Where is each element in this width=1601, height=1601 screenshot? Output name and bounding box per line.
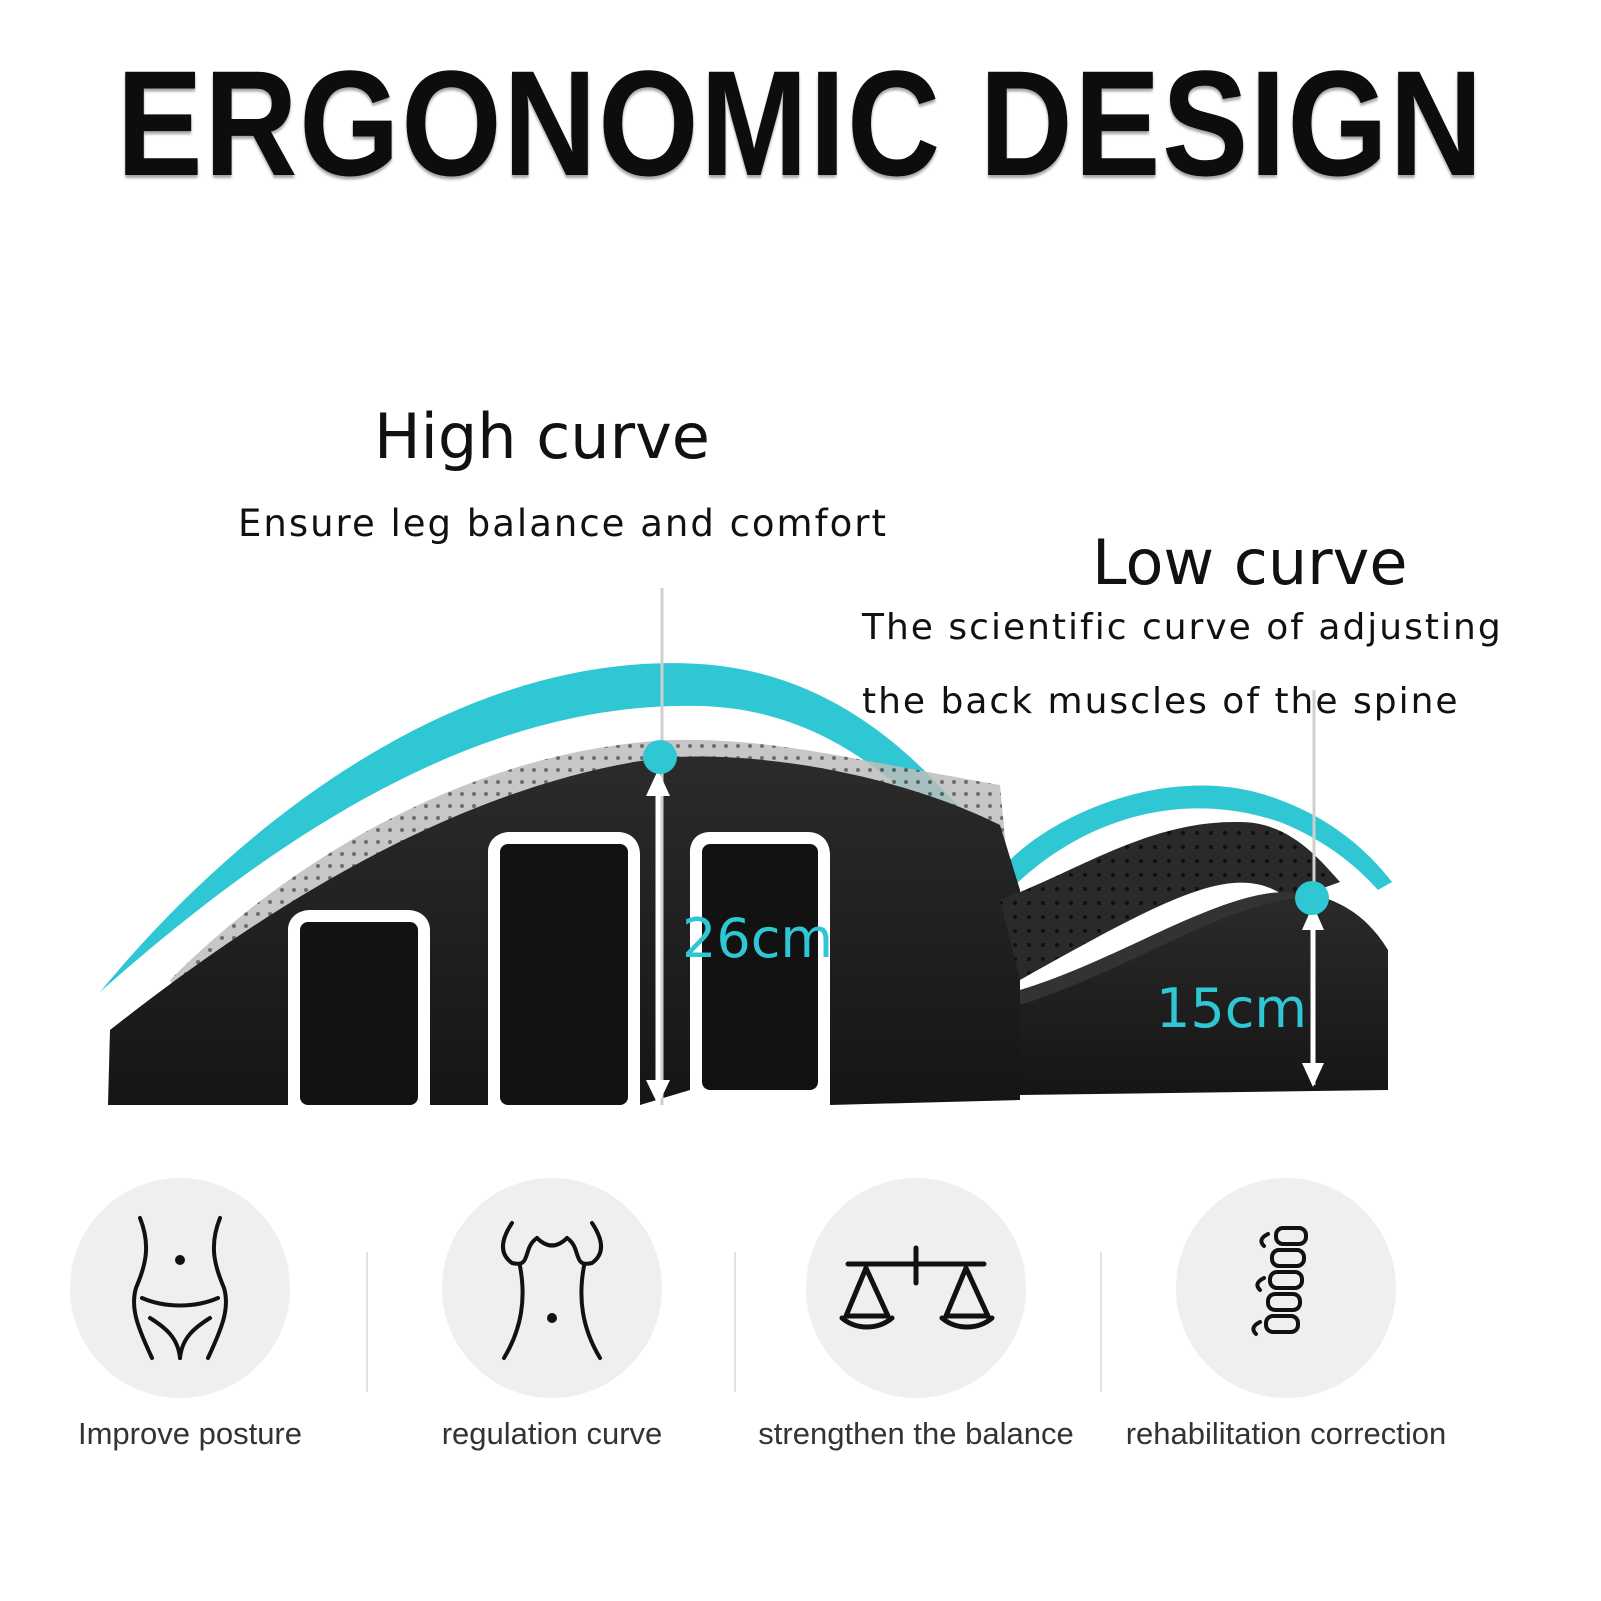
low-curve-block (1020, 891, 1388, 1095)
feature-label-curve: regulation curve (441, 1416, 663, 1451)
feature-circle-posture (70, 1178, 290, 1398)
low-curve-subtitle-line1: The scientific curve of adjusting (862, 607, 1503, 648)
high-point-dot (643, 740, 677, 774)
feature-label-posture: Improve posture (78, 1416, 302, 1451)
headline: ERGONOMIC DESIGN (116, 39, 1485, 207)
feature-circle-rehab (1176, 1178, 1396, 1398)
high-curve-subtitle: Ensure leg balance and comfort (238, 502, 888, 545)
accent-curve (100, 663, 1392, 992)
low-curve-title: Low curve (1092, 526, 1408, 599)
low-curve-subtitle-line2: the back muscles of the spine (862, 681, 1460, 722)
low-curve-measurement: 15cm (1156, 977, 1308, 1040)
product-illustration (100, 588, 1392, 1105)
feature-label-rehab: rehabilitation correction (1125, 1416, 1447, 1451)
feature-circle-balance (806, 1178, 1026, 1398)
low-point-dot (1295, 881, 1329, 915)
scale-icon (839, 1245, 995, 1330)
high-curve-measurement: 26cm (682, 907, 834, 970)
torso-icon (501, 1221, 603, 1360)
feature-circle-curve (442, 1178, 662, 1398)
feature-label-balance: strengthen the balance (758, 1416, 1074, 1451)
high-curve-block (108, 756, 1020, 1105)
waist-icon (131, 1216, 229, 1360)
spine-icon (1251, 1226, 1308, 1336)
high-curve-title: High curve (374, 400, 710, 473)
